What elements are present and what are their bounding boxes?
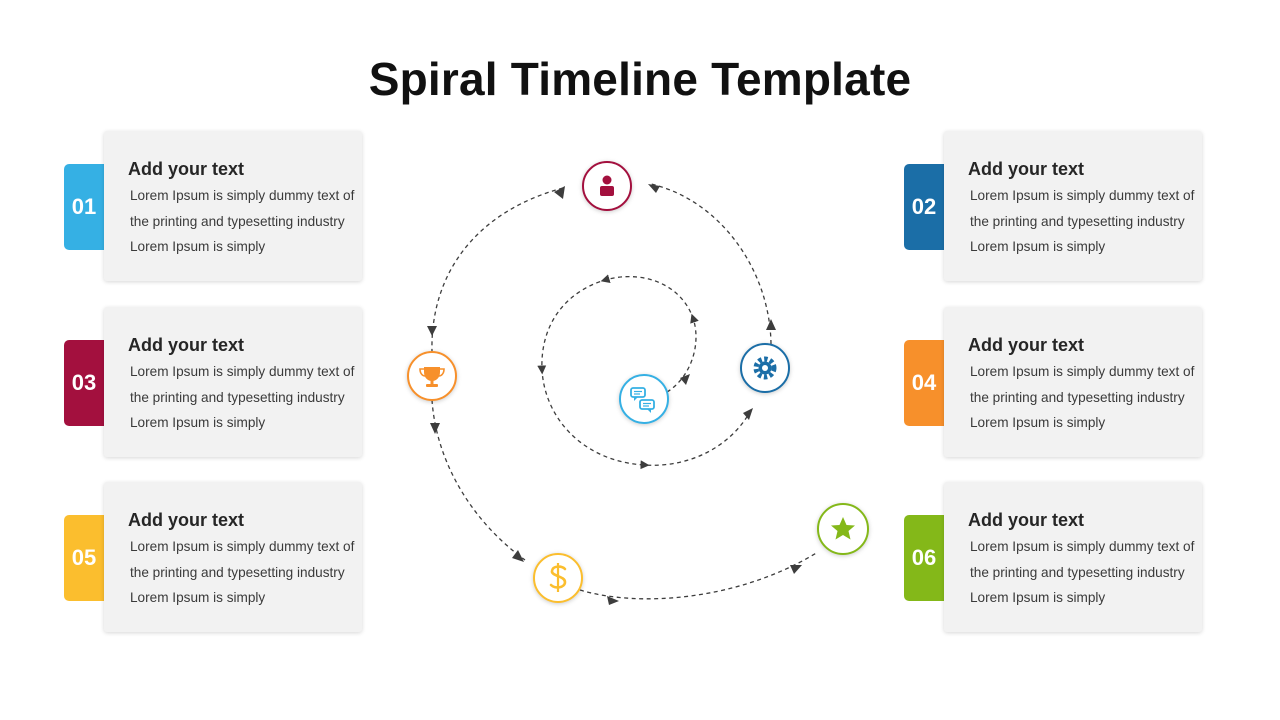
step-heading: Add your text	[968, 159, 1085, 179]
arrowhead	[766, 319, 776, 330]
step-body: Lorem Ipsum is simply dummy text of the …	[130, 364, 355, 430]
arrowhead	[427, 326, 437, 336]
node-gear	[740, 343, 790, 393]
step-badge-06: 06	[904, 515, 944, 601]
node-dollar	[533, 553, 583, 603]
step-body: Lorem Ipsum is simply dummy text of the …	[130, 188, 355, 254]
step-heading: Add your text	[128, 510, 245, 530]
step-body: Lorem Ipsum is simply dummy text of the …	[970, 364, 1195, 430]
arrowhead	[554, 186, 565, 199]
arrowhead	[430, 423, 440, 434]
step-badge-05: 05	[64, 515, 104, 601]
step-heading: Add your text	[968, 510, 1085, 530]
path-segment	[431, 187, 564, 353]
dollar-icon	[549, 563, 567, 592]
step-body: Lorem Ipsum is simply dummy text of the …	[970, 539, 1195, 605]
step-card-02: Add your text Lorem Ipsum is simply dumm…	[944, 131, 1202, 281]
trophy-icon	[419, 367, 445, 387]
path-arrowheads	[427, 184, 802, 605]
step-badge-04: 04	[904, 340, 944, 426]
node-person	[582, 161, 632, 211]
path-segment	[537, 274, 753, 470]
arrowhead	[743, 408, 753, 420]
step-badge-02: 02	[904, 164, 944, 250]
gear-icon	[753, 356, 777, 380]
step-badge-03: 03	[64, 340, 104, 426]
step-card-05: Add your text Lorem Ipsum is simply dumm…	[104, 482, 362, 632]
node-chat	[619, 374, 669, 424]
arrowhead	[680, 374, 690, 385]
step-card-06: Add your text Lorem Ipsum is simply dumm…	[944, 482, 1202, 632]
node-trophy	[407, 351, 457, 401]
step-body: Lorem Ipsum is simply dummy text of the …	[130, 539, 355, 605]
path-segment	[431, 399, 526, 561]
step-card-04: Add your text Lorem Ipsum is simply dumm…	[944, 307, 1202, 457]
step-heading: Add your text	[968, 335, 1085, 355]
node-star	[817, 503, 869, 555]
arrowhead	[607, 596, 619, 605]
step-body: Lorem Ipsum is simply dummy text of the …	[970, 188, 1195, 254]
arrowhead	[512, 550, 524, 562]
path-segment	[650, 183, 772, 345]
arrowhead	[648, 184, 660, 193]
arrowhead	[790, 565, 802, 574]
step-badge-01: 01	[64, 164, 104, 250]
step-card-03: Add your text Lorem Ipsum is simply dumm…	[104, 307, 362, 457]
step-heading: Add your text	[128, 335, 245, 355]
page-title: Spiral Timeline Template	[368, 53, 912, 105]
step-heading: Add your text	[128, 159, 245, 179]
person-icon	[600, 175, 614, 196]
path-segment	[579, 551, 819, 600]
star-icon	[831, 517, 855, 540]
step-card-01: Add your text Lorem Ipsum is simply dumm…	[104, 131, 362, 281]
spiral-path	[431, 183, 819, 600]
chat-bubbles-icon	[630, 387, 655, 413]
